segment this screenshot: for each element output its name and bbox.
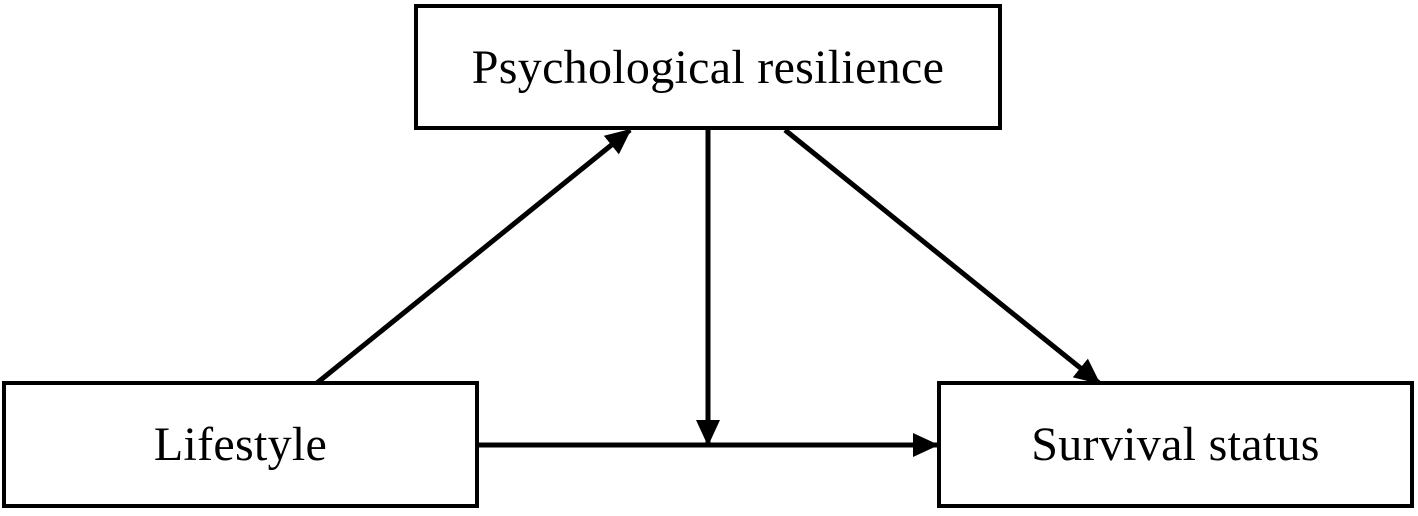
node-survival-status: Survival status [937, 381, 1414, 508]
node-label-psychological-resilience: Psychological resilience [471, 40, 945, 94]
arrow-lifestyle-to-resilience [315, 128, 632, 385]
node-lifestyle: Lifestyle [2, 381, 479, 508]
node-label-survival-status: Survival status [1031, 418, 1320, 471]
node-psychological-resilience: Psychological resilience [414, 4, 1002, 130]
node-label-lifestyle: Lifestyle [153, 418, 328, 471]
arrow-resilience-to-survival [783, 128, 1101, 385]
